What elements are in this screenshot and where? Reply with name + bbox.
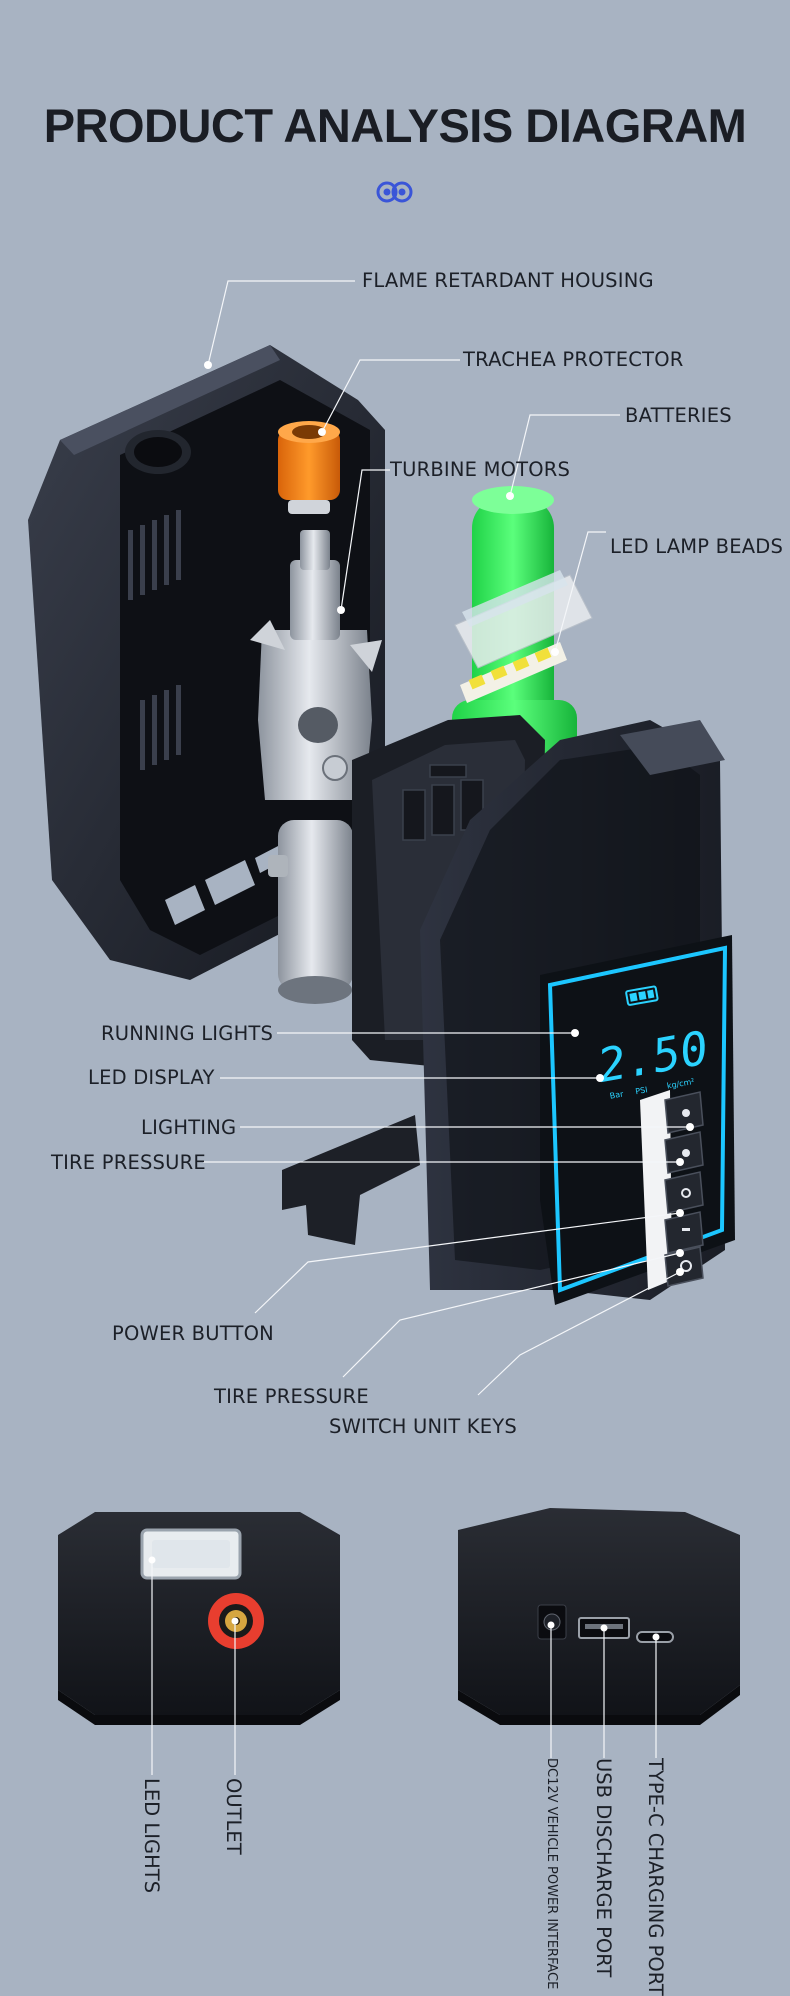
lcd-unit-bar: Bar [609, 1089, 625, 1100]
led-lights-grid [152, 1540, 230, 1568]
label-turbine-motors: TURBINE MOTORS [390, 458, 571, 481]
label-power-button: POWER BUTTON [112, 1322, 274, 1345]
bottom-left-leaders [151, 1560, 236, 1775]
label-trachea-protector: TRACHEA PROTECTOR [463, 348, 684, 371]
turbine-motor [250, 530, 382, 1004]
infinity-logo-icon [376, 181, 413, 203]
page-title: PRODUCT ANALYSIS DIAGRAM [43, 99, 747, 152]
device-back-view [458, 1508, 740, 1725]
lcd-unit-psi: PSI [635, 1085, 649, 1096]
callout-leader-lines [203, 280, 690, 1396]
callout-dots [204, 361, 694, 1276]
label-tire-pressure-upper: TIRE PRESSURE [51, 1151, 206, 1174]
label-running-lights: RUNNING LIGHTS [101, 1022, 274, 1045]
label-type-c-charging-port: TYPE-C CHARGING PORT [644, 1758, 667, 1996]
label-led-lamp-beads: LED LAMP BEADS [610, 535, 784, 558]
control-panel: 2.50 Bar PSI kg/cm² [540, 935, 735, 1305]
bottom-right-leaders [550, 1625, 657, 1758]
label-flame-retardant-housing: FLAME RETARDANT HOUSING [362, 269, 654, 292]
label-usb-discharge-port: USB DISCHARGE PORT [592, 1758, 615, 1978]
label-switch-unit-keys: SWITCH UNIT KEYS [329, 1415, 517, 1438]
label-outlet: OUTLET [222, 1778, 245, 1855]
label-batteries: BATTERIES [625, 404, 732, 427]
label-lighting: LIGHTING [141, 1116, 237, 1139]
label-led-lights: LED LIGHTS [140, 1778, 163, 1894]
device-front-view [58, 1512, 340, 1725]
label-dc12v-power-interface: DC12V VEHICLE POWER INTERFACE [544, 1758, 559, 1990]
label-tire-pressure-lower: TIRE PRESSURE [214, 1385, 369, 1408]
led-lamp-beads [454, 570, 593, 703]
label-led-display: LED DISPLAY [88, 1066, 215, 1089]
